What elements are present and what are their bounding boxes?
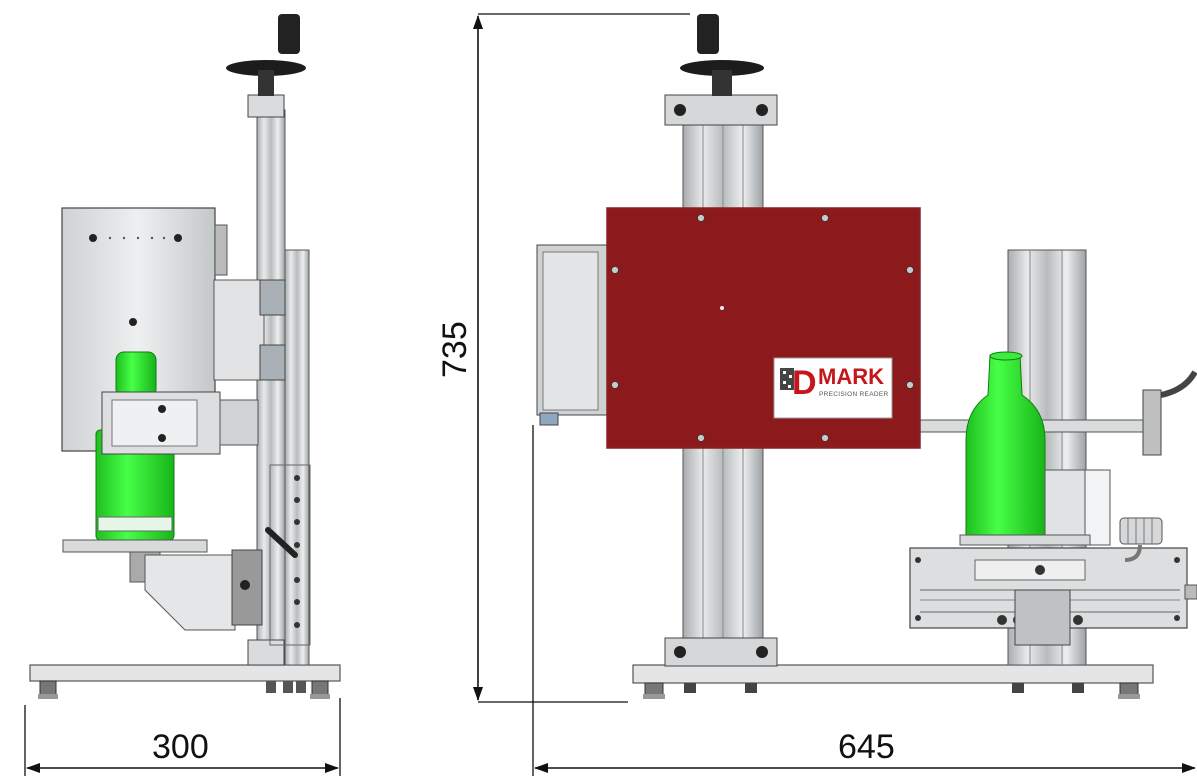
side-handwheel-icon (226, 60, 306, 76)
side-bottle-neck (115, 351, 157, 398)
side-bottle-table (62, 539, 208, 553)
dim-side-width-label: 300 (152, 728, 209, 766)
front-base-plate (632, 664, 1154, 684)
side-base-plate (29, 664, 341, 682)
logo-word: MARK (818, 364, 884, 389)
dim-height-label: 735 (436, 321, 474, 378)
front-handwheel-icon (680, 60, 764, 76)
logo-letter: D (792, 364, 817, 402)
dmark-logo: D MARK PRECISION READER (773, 357, 893, 419)
side-view (29, 14, 341, 699)
dimension-lines (24, 13, 1196, 776)
dim-front-width-label: 645 (838, 728, 895, 766)
front-view: D MARK PRECISION READER (536, 14, 1197, 699)
logo-tagline: PRECISION READER (819, 391, 888, 398)
